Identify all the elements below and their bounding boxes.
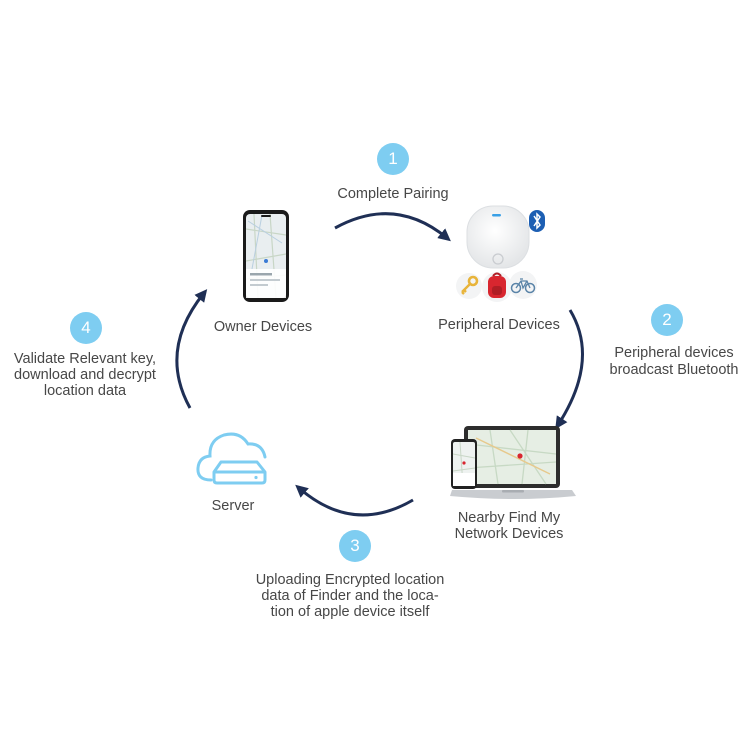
step-3-badge: 3 [339, 530, 371, 562]
key-icon [456, 273, 482, 299]
step-1-badge: 1 [377, 143, 409, 175]
bicycle-icon [509, 271, 537, 299]
backpack-icon [482, 272, 512, 302]
arrow-step-2 [555, 309, 584, 430]
laptop-icon [450, 426, 576, 499]
peripheral-devices-label: Peripheral Devices [438, 317, 560, 333]
step-2-badge: 2 [651, 304, 683, 336]
phone-icon [243, 210, 289, 302]
arrow-step-4 [175, 289, 208, 409]
step-4-label: Validate Relevant key, download and decr… [13, 351, 157, 399]
server-label: Server [211, 498, 255, 514]
tracker-tag-icon [466, 205, 530, 269]
step-2-label: Peripheral devices broadcast Bluetooth [609, 345, 739, 378]
cloud-server-icon [196, 432, 267, 485]
arrow-step-3 [295, 484, 414, 517]
nearby-phone-icon [451, 439, 477, 489]
step-1-label: Complete Pairing [337, 186, 449, 202]
step-3-label: Uploading Encrypted location data of Fin… [255, 572, 445, 620]
owner-devices-label: Owner Devices [213, 319, 313, 335]
arrow-step-1 [334, 212, 451, 242]
bluetooth-icon [529, 210, 545, 232]
nearby-network-devices-label: Nearby Find My Network Devices [454, 510, 564, 542]
step-4-badge: 4 [70, 312, 102, 344]
